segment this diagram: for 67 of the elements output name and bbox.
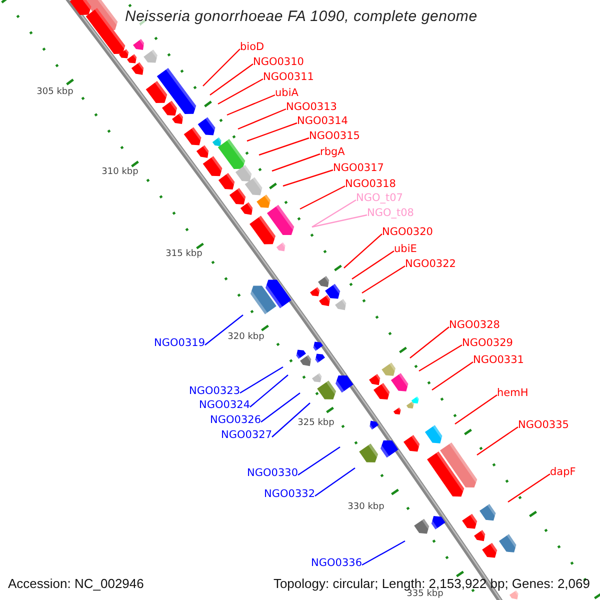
scale-tick-label: 315 kbp [166,249,202,259]
leader-line [352,250,394,280]
gene-label: NGO0313 [286,101,337,113]
gene-label: NGO0336 [311,557,362,569]
leader-line [314,468,356,496]
leader-line [410,326,450,358]
gene-label: NGO0319 [154,337,205,349]
leader-line [454,394,498,424]
leader-line [508,474,550,502]
leader-line [272,402,310,438]
gene-label: NGO0328 [449,319,500,331]
leader-line [362,540,406,566]
scale-tick-label: 305 kbp [36,87,74,97]
gene-label: bioD [240,41,264,53]
gene-label: NGO0330 [247,467,298,479]
leader-line [250,374,288,408]
gene-label: NGO0320 [382,226,433,238]
gene-label: NGO0322 [405,258,456,270]
leader-line [246,122,298,142]
gene-label: NGO0329 [462,337,513,349]
gene-label: NGO0335 [518,419,569,431]
gene-label: ubiA [275,87,298,99]
scale-tick-label: 330 kbp [348,502,384,512]
gene-label: NGO0324 [199,399,250,411]
gene-label: NGO0318 [345,178,396,190]
gene-label: NGO0311 [263,71,314,83]
leader-line [298,446,340,476]
leader-line [202,48,240,86]
genome-info-text: Topology: circular; Length: 2,153,922 bp; Genes: 2,069 [273,576,590,590]
genome-info-text: Accession: NC_002946 [8,576,144,590]
leader-line [312,199,356,228]
gene-label: NGO0310 [253,56,304,68]
leader-line [204,314,244,346]
gene-label: NGO0326 [210,414,261,426]
gene-label: NGO0323 [189,385,240,397]
leader-line [258,137,310,156]
leader-line [210,64,254,96]
gene-label: NGO0315 [309,130,360,142]
leader-line [218,78,264,105]
gene-label: NGO0314 [297,115,348,127]
gene-label: NGO0332 [264,488,315,500]
scale-tick-label: 310 kbp [102,167,138,177]
leader-line [260,392,300,422]
gene-label: rbgA [320,146,345,158]
gene-label: NGO0331 [473,354,524,366]
leader-line [240,366,284,394]
gene-label: ubiE [394,243,417,255]
leader-line [476,426,518,456]
leader-line [282,169,334,187]
gene-label: NGO_t08 [367,207,414,219]
leader-line [432,362,474,390]
scale-tick-label: 335 kbp [406,589,444,599]
gene-label: NGO_t07 [356,192,403,204]
leader-line [418,344,462,372]
gene-label: hemH [497,387,528,399]
scale-tick-label: 325 kbp [298,418,334,428]
leader-line [312,214,368,228]
leader-line [272,153,320,172]
gene-label: dapF [550,466,576,478]
leader-line [238,108,286,130]
leader-line [226,94,276,116]
gene-label: NGO0317 [333,162,384,174]
leader-line [362,266,406,294]
leader-line [300,185,346,210]
scale-tick-label: 320 kbp [228,332,264,342]
gene-label: NGO0327 [221,429,272,441]
leader-line [344,234,382,268]
